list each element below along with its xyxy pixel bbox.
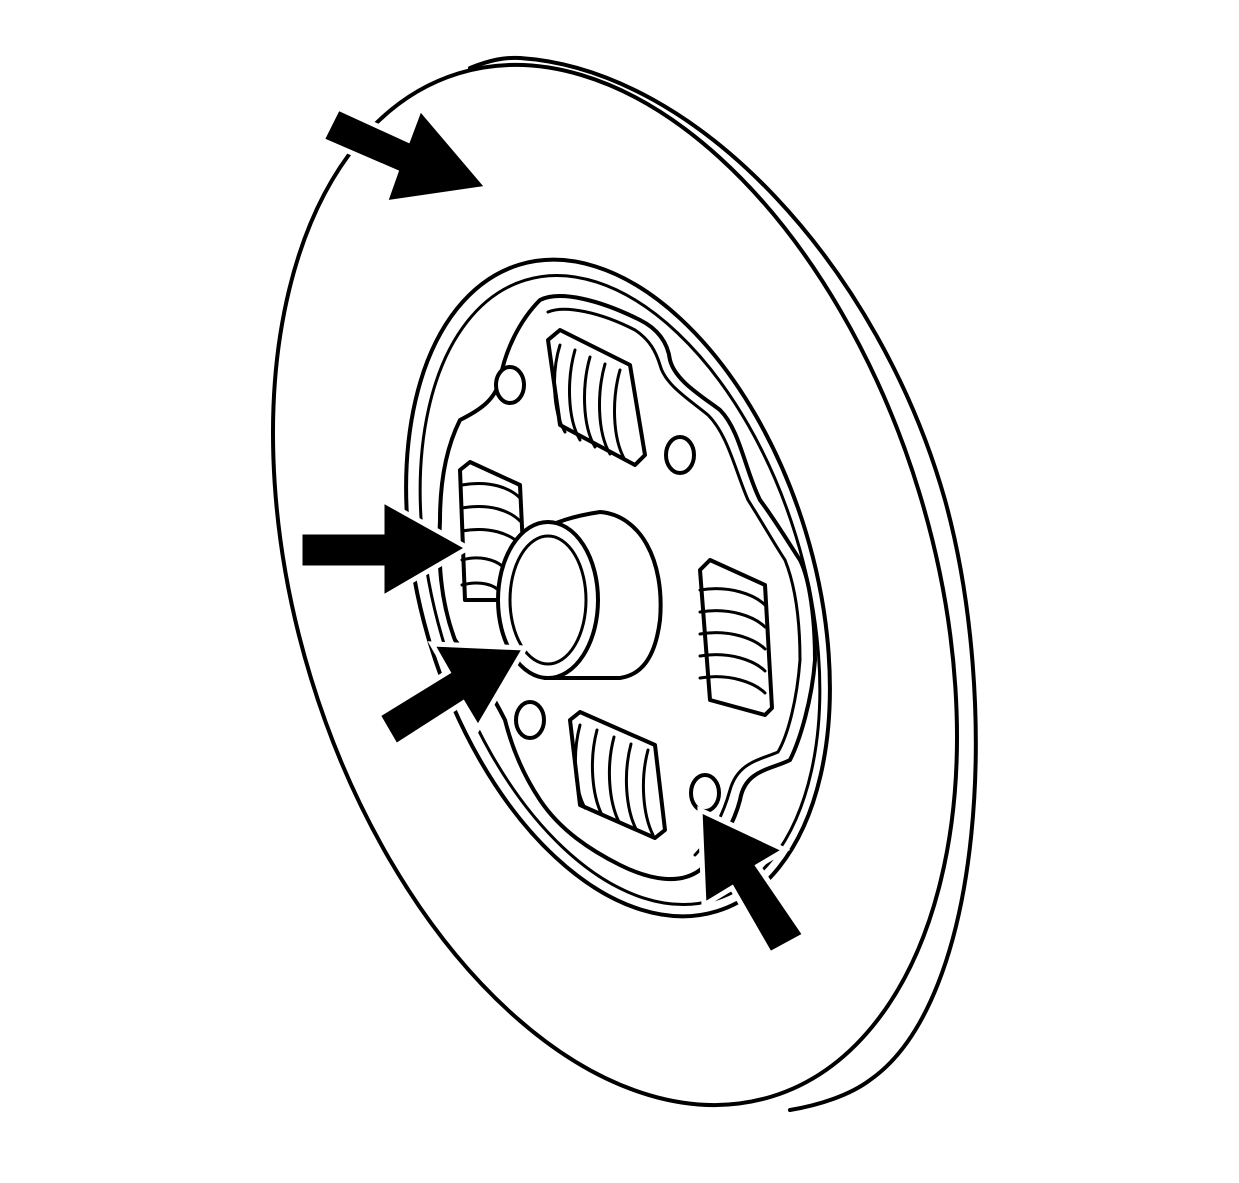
friction-facing [271,55,978,1112]
arrow-lower-right [697,805,809,958]
damper-spring-top [546,328,647,467]
callout-arrows [297,103,809,958]
damper-spring-right [698,558,774,717]
spring-retainer-rivets [494,365,721,813]
arrow-lower-left [374,641,530,750]
arrow-upper-left [318,103,493,207]
damper-spring-bottom [568,710,667,840]
arrow-left [297,495,474,603]
